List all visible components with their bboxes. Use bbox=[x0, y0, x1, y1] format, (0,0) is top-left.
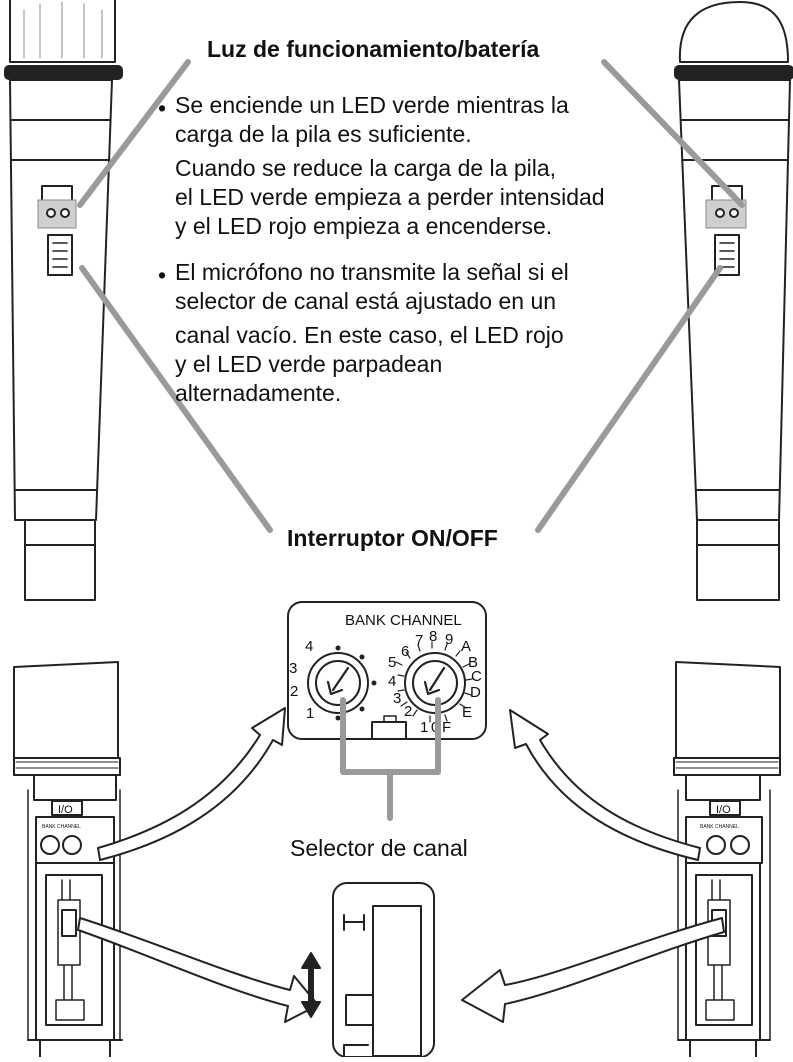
channel-digit: 7 bbox=[415, 632, 423, 649]
left-onoff-switch bbox=[47, 234, 73, 276]
selector-bracket bbox=[340, 697, 441, 821]
bank-channel-dial-panel: BANK CHANNEL 1 2 3 4 0 1 2 3 4 5 6 7 8 9… bbox=[287, 601, 487, 740]
note-line: Se enciende un LED verde mientras la bbox=[175, 92, 569, 118]
leader-lines-top bbox=[77, 59, 745, 533]
bank-number: 1 bbox=[306, 705, 314, 722]
note-bullet: • bbox=[158, 262, 167, 288]
right-led-red bbox=[715, 208, 725, 218]
arrow-left-to-dial bbox=[97, 707, 286, 861]
left-small-channel-dial bbox=[62, 835, 82, 855]
right-battery-compartment: I/O BANK CHANNEL bbox=[673, 661, 781, 1058]
right-small-channel-dial bbox=[730, 835, 750, 855]
arrow-right-to-dial bbox=[509, 709, 701, 861]
channel-digit: 9 bbox=[445, 631, 453, 648]
left-led-green bbox=[60, 208, 70, 218]
channel-selector-caption: Selector de canal bbox=[290, 835, 468, 861]
note-line: Cuando se reduce la carga de la pila, bbox=[175, 155, 557, 181]
arrow-left-to-switch bbox=[77, 917, 319, 1023]
right-led-green bbox=[729, 208, 739, 218]
left-small-bank-dial bbox=[40, 835, 60, 855]
left-microphone bbox=[4, 0, 123, 601]
left-mic-grille bbox=[9, 0, 116, 63]
leader-switch-right bbox=[535, 265, 723, 533]
note-line: carga de la pila es suficiente. bbox=[175, 121, 472, 147]
leader-led-right bbox=[601, 59, 745, 208]
left-mic-ring bbox=[4, 65, 123, 80]
onoff-switch-title: Interruptor ON/OFF bbox=[287, 525, 498, 551]
channel-letter: D bbox=[470, 684, 481, 701]
switch-detail-panel bbox=[301, 882, 435, 1058]
leader-led-left bbox=[77, 59, 191, 208]
left-io-label: I/O bbox=[58, 804, 73, 816]
dial-panel-header: BANK CHANNEL bbox=[345, 612, 462, 629]
channel-digit: 8 bbox=[429, 628, 437, 645]
bank-number: 2 bbox=[290, 683, 298, 700]
right-bank-label: BANK CHANNEL bbox=[700, 824, 739, 830]
note-line: y el LED verde parpadean bbox=[175, 351, 443, 377]
channel-letter: A bbox=[461, 638, 471, 655]
bank-number: 3 bbox=[289, 660, 297, 677]
channel-digit: 2 bbox=[404, 703, 412, 720]
channel-digit: 3 bbox=[393, 690, 401, 707]
right-small-bank-dial bbox=[706, 835, 726, 855]
arrows bbox=[77, 707, 725, 1023]
channel-digit: 4 bbox=[388, 673, 396, 690]
channel-digit: 5 bbox=[388, 654, 396, 671]
arrow-right-to-switch bbox=[461, 917, 725, 1023]
channel-digit: 6 bbox=[401, 643, 409, 660]
note-line: El micrófono no transmite la señal si el bbox=[175, 259, 569, 285]
channel-digit: 1 bbox=[420, 719, 428, 736]
left-bank-label: BANK CHANNEL bbox=[42, 824, 81, 830]
left-small-switch bbox=[61, 909, 77, 937]
bank-dial bbox=[307, 652, 369, 714]
left-battery-compartment: I/O BANK CHANNEL bbox=[13, 661, 123, 1058]
right-microphone bbox=[674, 1, 793, 601]
channel-letter: B bbox=[468, 654, 478, 671]
note-line: selector de canal está ajustado en un bbox=[175, 288, 557, 314]
note-line: el LED verde empieza a perder intensidad bbox=[175, 184, 605, 210]
right-io-label: I/O bbox=[716, 804, 731, 816]
note-bullet: • bbox=[158, 95, 167, 121]
channel-letter: C bbox=[471, 668, 482, 685]
channel-letter: F bbox=[442, 719, 451, 736]
note-line: alternadamente. bbox=[175, 380, 342, 406]
note-line: y el LED rojo empieza a encenderse. bbox=[175, 213, 553, 239]
leader-switch-left bbox=[79, 265, 273, 533]
channel-letter: E bbox=[462, 704, 472, 721]
right-mic-grille bbox=[678, 1, 789, 63]
bank-number: 4 bbox=[305, 638, 313, 655]
right-mic-ring bbox=[674, 65, 793, 80]
left-mic-body bbox=[9, 79, 113, 521]
left-led-red bbox=[46, 208, 56, 218]
note-line: canal vacío. En este caso, el LED rojo bbox=[175, 322, 564, 348]
led-battery-title: Luz de funcionamiento/batería bbox=[207, 36, 540, 62]
